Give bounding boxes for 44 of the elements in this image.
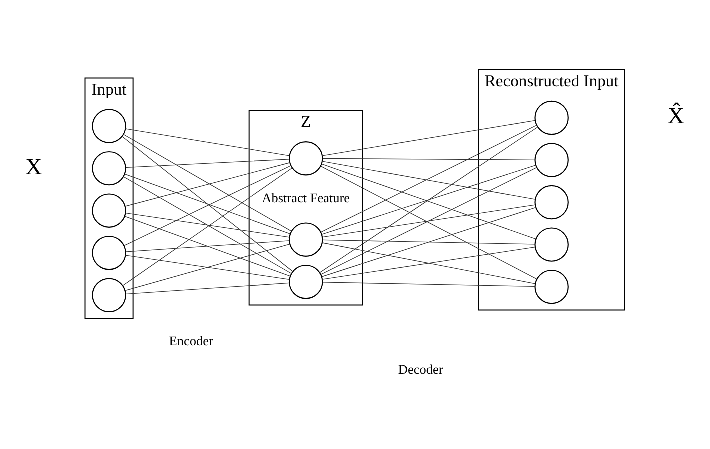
connector <box>123 176 292 274</box>
connector <box>126 159 290 168</box>
connector <box>320 127 538 274</box>
connector <box>125 162 290 207</box>
label: Decoder <box>398 362 444 377</box>
connector <box>125 128 290 156</box>
node-circle <box>534 100 569 136</box>
connector <box>322 161 536 200</box>
node-circle <box>92 194 126 228</box>
node-circle <box>534 270 569 304</box>
connector <box>322 204 536 238</box>
connector <box>124 174 291 234</box>
connector <box>125 212 290 238</box>
connector <box>322 207 536 278</box>
connector <box>126 240 290 252</box>
node-label: X <box>26 154 42 180</box>
cluster: Reconstructed Input <box>478 69 626 311</box>
connector <box>125 244 290 292</box>
connector <box>122 136 294 272</box>
node-circle <box>289 142 324 176</box>
node-circle <box>92 278 126 312</box>
node-circle <box>289 264 324 300</box>
connector <box>322 120 536 156</box>
label: Encoder <box>169 334 214 349</box>
connector <box>124 166 292 246</box>
node-circle <box>92 109 126 144</box>
connector <box>322 240 536 245</box>
connector <box>122 168 293 286</box>
connector <box>320 125 538 233</box>
connector <box>322 282 536 288</box>
node-label: X̂ <box>668 104 684 130</box>
connector <box>124 216 291 277</box>
node-circle <box>534 228 569 262</box>
node-circle <box>534 143 569 178</box>
node-circle <box>534 185 569 220</box>
connector <box>322 158 536 160</box>
connector <box>126 282 290 295</box>
cluster: Input <box>84 78 134 320</box>
node-circle <box>92 236 126 270</box>
connector <box>123 134 292 232</box>
connector <box>125 255 290 280</box>
cluster: Z Abstract Feature <box>248 110 364 306</box>
node-circle <box>289 222 324 257</box>
node-circle <box>92 151 126 186</box>
